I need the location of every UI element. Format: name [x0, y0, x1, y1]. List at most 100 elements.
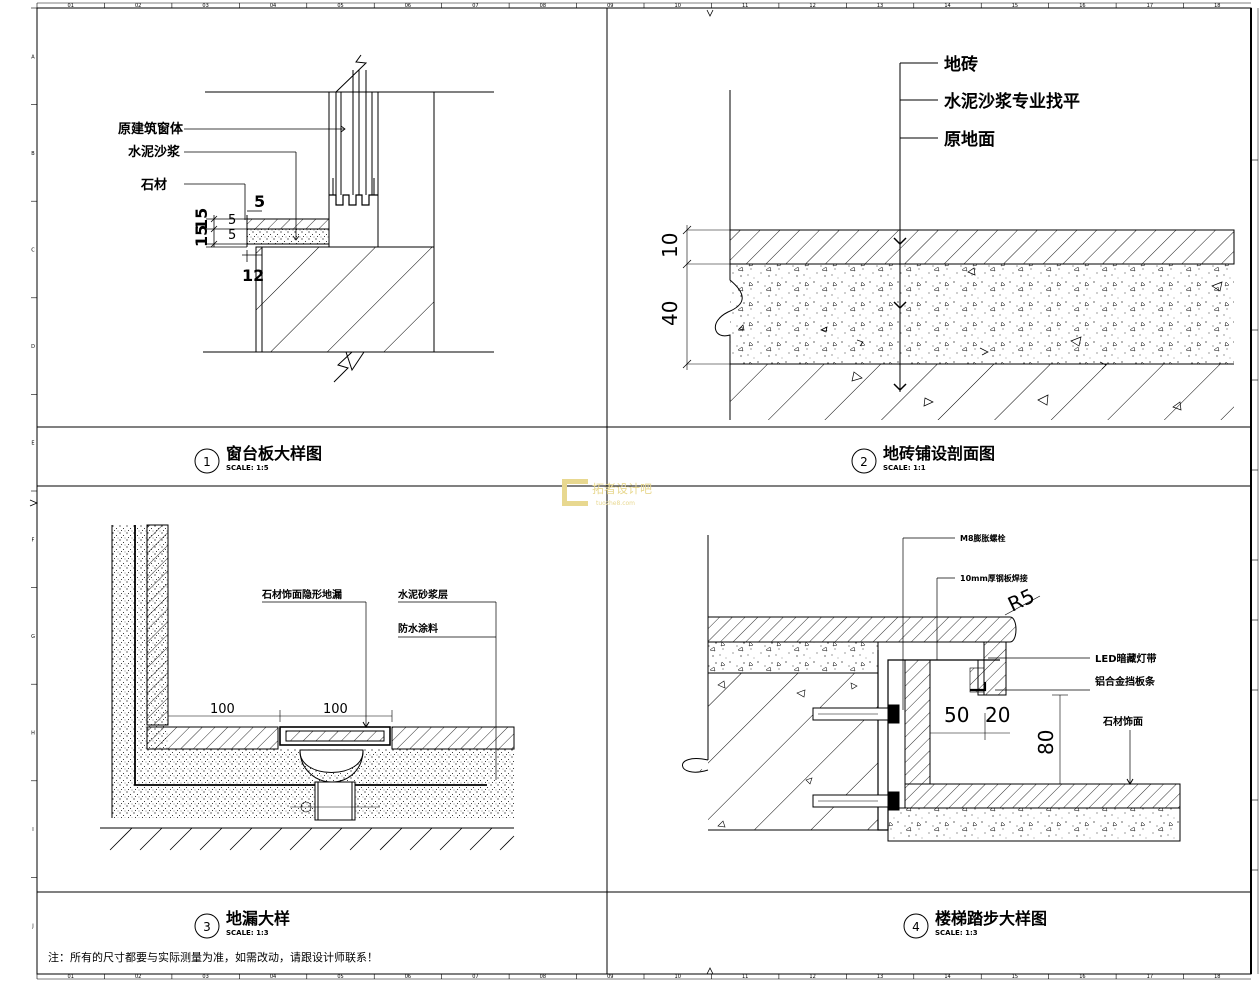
label-steel-plate: 10mm厚钢板焊接: [960, 573, 1028, 583]
ruler-label: E: [31, 441, 34, 447]
ruler-label: 15: [1012, 3, 1018, 9]
detail-1-window-sill: 原建筑窗体 水泥沙浆 石材 5 5 5 15 15 12: [118, 54, 494, 383]
title-detail-3: 3 地漏大样 SCALE: 1:3: [194, 909, 290, 939]
ruler-label: B: [31, 151, 35, 157]
detail-scale: SCALE: 1:3: [226, 929, 269, 937]
label-stone-finish: 石材饰面: [1102, 715, 1143, 728]
ruler-label: 04: [270, 3, 276, 9]
detail-number: 2: [860, 455, 868, 469]
footnote: 注：所有的尺寸都要与实际测量为准，如需改动，请跟设计师联系！: [48, 950, 378, 964]
ruler-label: 05: [337, 3, 343, 9]
label-leveling-mortar: 水泥沙浆专业找平: [944, 91, 1080, 112]
detail-number: 1: [203, 455, 211, 469]
title-detail-4: 4 楼梯踏步大样图 SCALE: 1:3: [903, 909, 1047, 939]
dim-r5: R5: [1004, 584, 1038, 617]
detail-scale: SCALE: 1:5: [226, 464, 269, 472]
ruler-label: 09: [607, 974, 613, 980]
dim-5-top: 5: [254, 192, 265, 211]
ruler-label: F: [32, 537, 35, 543]
ruler-label: 10: [675, 974, 681, 980]
dim-15-b: 15: [192, 208, 211, 230]
label-waterproof: 防水涂料: [398, 622, 438, 635]
detail-title: 窗台板大样图: [226, 444, 322, 463]
ruler-label: 12: [809, 3, 815, 9]
ruler-label: 10: [675, 3, 681, 9]
ruler-label: 08: [540, 974, 546, 980]
title-detail-2: 2 地砖铺设剖面图 SCALE: 1:1: [851, 444, 995, 474]
ruler-label: C: [31, 248, 35, 254]
detail-number: 4: [912, 920, 920, 934]
detail-scale: SCALE: 1:3: [935, 929, 978, 937]
dim-50: 50: [944, 703, 969, 727]
ruler-label: I: [32, 827, 33, 833]
ruler-label: 16: [1079, 974, 1085, 980]
label-stone: 石材: [140, 177, 167, 193]
label-mortar: 水泥沙浆: [128, 144, 181, 160]
label-invisible-drain: 石材饰面隐形地漏: [261, 588, 342, 601]
ruler-label: 05: [337, 974, 343, 980]
ruler-label: 04: [270, 974, 276, 980]
detail-2-floor-tile: 10 40 地砖 水泥沙浆专业找平 原地面: [658, 54, 1235, 420]
ruler-label: 14: [944, 3, 950, 9]
detail-title: 地砖铺设剖面图: [883, 444, 995, 463]
ruler-label: J: [31, 924, 33, 930]
dim-10: 10: [658, 233, 682, 258]
ruler-label: 01: [68, 974, 74, 980]
label-floor-tile: 地砖: [944, 54, 978, 75]
ruler-label: 06: [405, 974, 411, 980]
ruler-label: 13: [877, 974, 883, 980]
label-led-strip: LED暗藏灯带: [1095, 652, 1157, 665]
top-ruler: 01 01 02 02 03 03 04 04 05 05 06 06 07 07 08 08 09 09 10 10…: [36, 3, 1220, 980]
ruler-label: 14: [944, 974, 950, 980]
watermark-name: 拓者设计吧: [592, 482, 652, 496]
label-expansion-bolt: M8膨胀螺栓: [960, 533, 1006, 543]
watermark-url: tuozhe8.com: [596, 500, 635, 507]
ruler-label: 08: [540, 3, 546, 9]
ruler-label: 11: [742, 974, 748, 980]
ruler-label: 15: [1012, 974, 1018, 980]
detail-title: 楼梯踏步大样图: [935, 909, 1047, 928]
label-aluminium-trim: 铝合金挡板条: [1095, 675, 1156, 688]
ruler-label: G: [31, 634, 35, 640]
ruler-label: 17: [1147, 3, 1153, 9]
ruler-label: 09: [607, 3, 613, 9]
dim-5-b: 5: [228, 228, 236, 243]
ruler-label: 16: [1079, 3, 1085, 9]
label-mortar-layer: 水泥砂浆层: [397, 588, 448, 601]
detail-scale: SCALE: 1:1: [883, 464, 926, 472]
dim-12: 12: [242, 266, 264, 285]
dim-100-a: 100: [210, 702, 235, 717]
title-detail-1: 1 窗台板大样图 SCALE: 1:5: [194, 444, 322, 474]
detail-number: 3: [203, 920, 211, 934]
ruler-label: 18: [1214, 974, 1220, 980]
dim-100-b: 100: [323, 702, 348, 717]
ruler-label: 13: [877, 3, 883, 9]
dim-20: 20: [985, 703, 1010, 727]
ruler-label: A: [31, 54, 35, 60]
ruler-label: 02: [135, 974, 141, 980]
dim-15-a: 15: [192, 225, 211, 247]
ruler-label: 07: [472, 3, 478, 9]
dim-5-a: 5: [228, 213, 236, 228]
watermark: 拓者设计吧 tuozhe8.com: [562, 479, 652, 507]
ruler-label: 03: [202, 974, 208, 980]
detail-3-floor-drain: 石材饰面隐形地漏 水泥砂浆层 防水涂料 100 100: [100, 524, 515, 851]
ruler-label: D: [31, 344, 35, 350]
title-block-strip: [1251, 159, 1258, 871]
ruler-label: 18: [1214, 3, 1220, 9]
ruler-label: 01: [68, 3, 74, 9]
ruler-label: 07: [472, 974, 478, 980]
label-original-wall: 原建筑窗体: [118, 121, 184, 137]
ruler-label: 11: [742, 3, 748, 9]
ruler-label: 06: [405, 3, 411, 9]
ruler-label: 03: [202, 3, 208, 9]
detail-4-stair-step: M8膨胀螺栓 10mm厚钢板焊接 LED暗藏灯带 铝合金挡板条 石材饰面 R5 …: [682, 533, 1181, 842]
ruler-label: 02: [135, 3, 141, 9]
label-original-ground: 原地面: [944, 129, 995, 150]
detail-title: 地漏大样: [226, 909, 290, 928]
dim-80: 80: [1034, 730, 1058, 755]
ruler-label: 12: [809, 974, 815, 980]
ruler-label: 17: [1147, 974, 1153, 980]
